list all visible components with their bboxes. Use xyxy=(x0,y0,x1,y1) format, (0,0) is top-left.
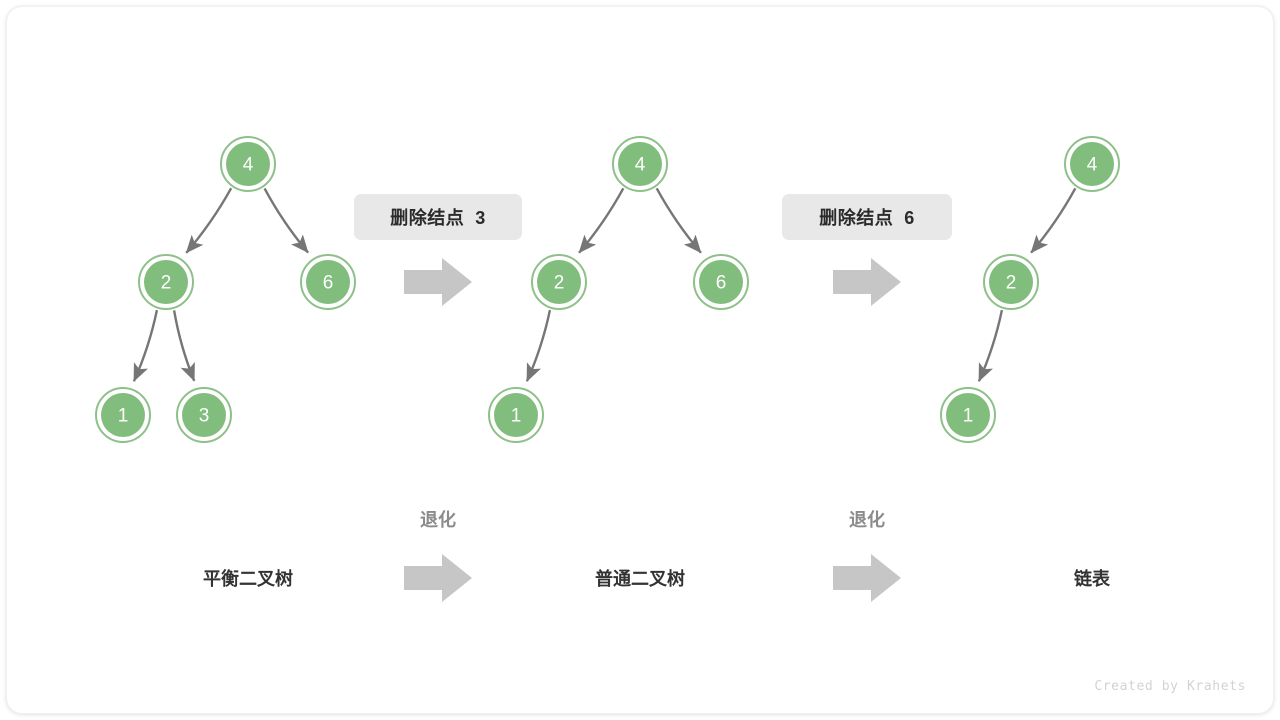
node-value-label: 6 xyxy=(716,273,727,294)
tree-node[interactable]: 6 xyxy=(300,254,356,310)
node-fill xyxy=(494,393,538,437)
tree-edges-layer xyxy=(132,187,1077,382)
node-value-label: 6 xyxy=(323,273,334,294)
figure-card xyxy=(6,6,1274,714)
tree-node[interactable]: 2 xyxy=(138,254,194,310)
node-fill xyxy=(306,260,350,304)
tree-node[interactable]: 3 xyxy=(176,387,232,443)
transition-arrow-icon xyxy=(404,258,472,306)
tree-node[interactable]: 2 xyxy=(983,254,1039,310)
node-value-label: 1 xyxy=(511,406,522,427)
node-value-label: 1 xyxy=(963,406,974,427)
tree-edge xyxy=(655,187,702,254)
node-value-label: 3 xyxy=(199,406,210,427)
tree-node[interactable]: 6 xyxy=(693,254,749,310)
node-fill xyxy=(537,260,581,304)
node-fill xyxy=(1070,142,1114,186)
operation-chip-label: 删除结点 6 xyxy=(819,208,915,228)
node-fill xyxy=(618,142,662,186)
tree-node[interactable]: 4 xyxy=(612,136,668,192)
tree-node[interactable]: 1 xyxy=(488,387,544,443)
node-value-label: 2 xyxy=(161,273,172,294)
node-value-label: 4 xyxy=(635,155,646,176)
degrade-arrow-icon xyxy=(833,554,901,602)
node-fill xyxy=(226,142,270,186)
tree-edge xyxy=(1030,187,1077,254)
tree-edge xyxy=(525,309,552,382)
degrade-label: 退化 xyxy=(420,510,456,530)
node-value-label: 4 xyxy=(243,155,254,176)
tree-node[interactable]: 4 xyxy=(1064,136,1120,192)
tree-node[interactable]: 2 xyxy=(531,254,587,310)
tree-nodes-layer: 4 2 6 1 3 4 2 6 1 4 2 1 xyxy=(95,136,1120,443)
node-value-label: 2 xyxy=(1006,273,1017,294)
node-value-label: 1 xyxy=(118,406,129,427)
degrade-arrow-icon xyxy=(404,554,472,602)
node-value-label: 2 xyxy=(554,273,565,294)
tree-node[interactable]: 1 xyxy=(940,387,996,443)
node-fill xyxy=(699,260,743,304)
tree-node[interactable]: 4 xyxy=(220,136,276,192)
node-fill xyxy=(182,393,226,437)
tree-edge xyxy=(172,310,196,382)
stage-caption: 普通二叉树 xyxy=(595,569,685,589)
tree-edge xyxy=(578,187,625,254)
tree-edge xyxy=(185,187,233,254)
node-fill xyxy=(989,260,1033,304)
node-fill xyxy=(946,393,990,437)
node-value-label: 4 xyxy=(1087,155,1098,176)
node-fill xyxy=(101,393,145,437)
stage-caption: 平衡二叉树 xyxy=(203,569,293,589)
tree-node[interactable]: 1 xyxy=(95,387,151,443)
transition-arrow-icon xyxy=(833,258,901,306)
watermark-credit: Created by Krahets xyxy=(1094,679,1246,694)
tree-edge xyxy=(263,187,309,254)
tree-edge xyxy=(132,309,159,382)
operation-chip[interactable]: 删除结点 6 xyxy=(782,194,952,240)
degrade-label: 退化 xyxy=(849,510,885,530)
tree-edge xyxy=(977,309,1004,382)
operation-chip-label: 删除结点 3 xyxy=(390,208,486,228)
block-arrows-layer xyxy=(404,258,901,602)
stage-caption: 链表 xyxy=(1074,569,1110,589)
operation-chip[interactable]: 删除结点 3 xyxy=(354,194,522,240)
node-fill xyxy=(144,260,188,304)
